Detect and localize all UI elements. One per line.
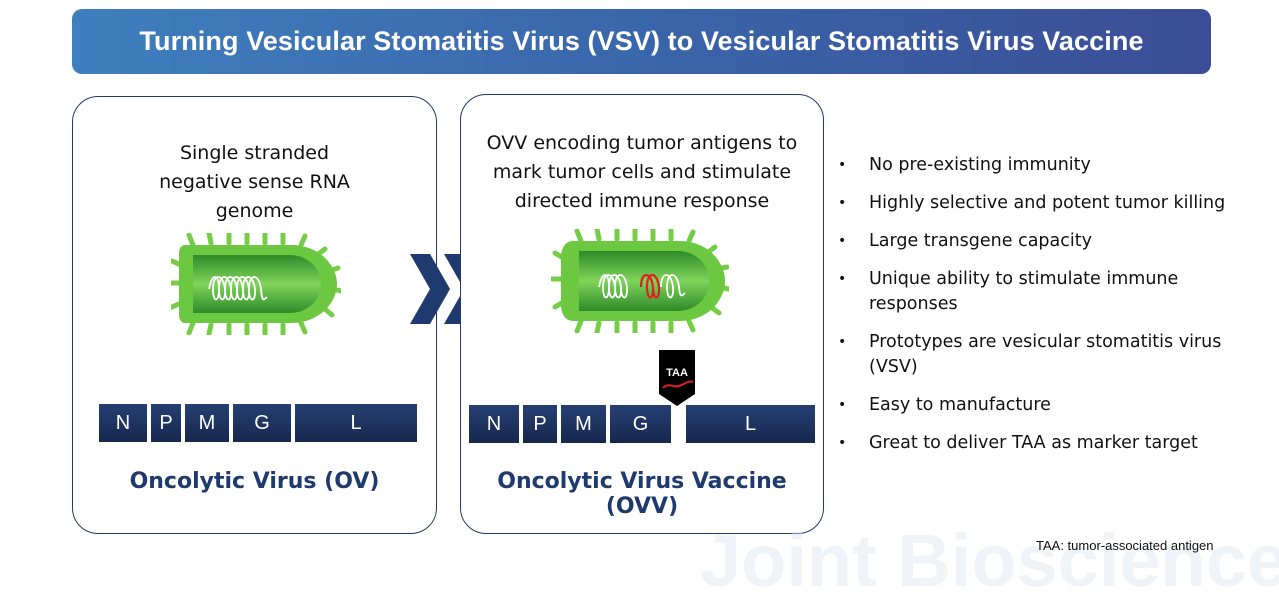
benefits-list: No pre-existing immunity Highly selectiv… (838, 153, 1258, 456)
gene-n: N (99, 404, 147, 442)
gene-l: L (295, 404, 417, 442)
gene-g: G (233, 404, 291, 442)
gene-l: L (686, 405, 815, 443)
panel-description: OVV encoding tumor antigens to mark tumo… (461, 129, 823, 216)
virus-icon (551, 229, 729, 333)
gene-g: G (610, 405, 671, 443)
list-item: Prototypes are vesicular stomatitis viru… (838, 330, 1259, 380)
watermark: Joint Bioscience (700, 519, 1279, 602)
ovv-name: Oncolytic Virus Vaccine (OVV) (497, 469, 787, 519)
title-banner: Turning Vesicular Stomatitis Virus (VSV)… (72, 9, 1211, 74)
gene-m: M (185, 404, 229, 442)
taa-insert-marker: TAA (659, 350, 695, 406)
list-item: No pre-existing immunity (838, 153, 1258, 178)
gene-m: M (561, 405, 606, 443)
list-item: Large transgene capacity (838, 229, 1258, 254)
gene-n: N (469, 405, 519, 443)
virus-icon (171, 233, 341, 335)
oncolytic-virus-panel: Single stranded negative sense RNA genom… (72, 96, 437, 534)
list-item: Great to deliver TAA as marker target (838, 431, 1258, 456)
ovv-description: OVV encoding tumor antigens to mark tumo… (486, 132, 798, 212)
list-item: Easy to manufacture (838, 393, 1258, 418)
ov-name: Oncolytic Virus (OV) (129, 469, 380, 494)
taa-label: TAA (666, 367, 688, 379)
panel-description: Single stranded negative sense RNA genom… (73, 139, 436, 226)
list-item: Highly selective and potent tumor killin… (838, 191, 1258, 216)
footnote: TAA: tumor-associated antigen (1036, 538, 1214, 553)
page-title: Turning Vesicular Stomatitis Virus (VSV)… (139, 26, 1144, 56)
list-item: Unique ability to stimulate immune respo… (838, 267, 1199, 317)
gene-p: P (151, 404, 181, 442)
ov-description: Single stranded negative sense RNA genom… (159, 142, 350, 222)
oncolytic-virus-vaccine-panel: OVV encoding tumor antigens to mark tumo… (460, 94, 824, 534)
gene-p: P (523, 405, 557, 443)
